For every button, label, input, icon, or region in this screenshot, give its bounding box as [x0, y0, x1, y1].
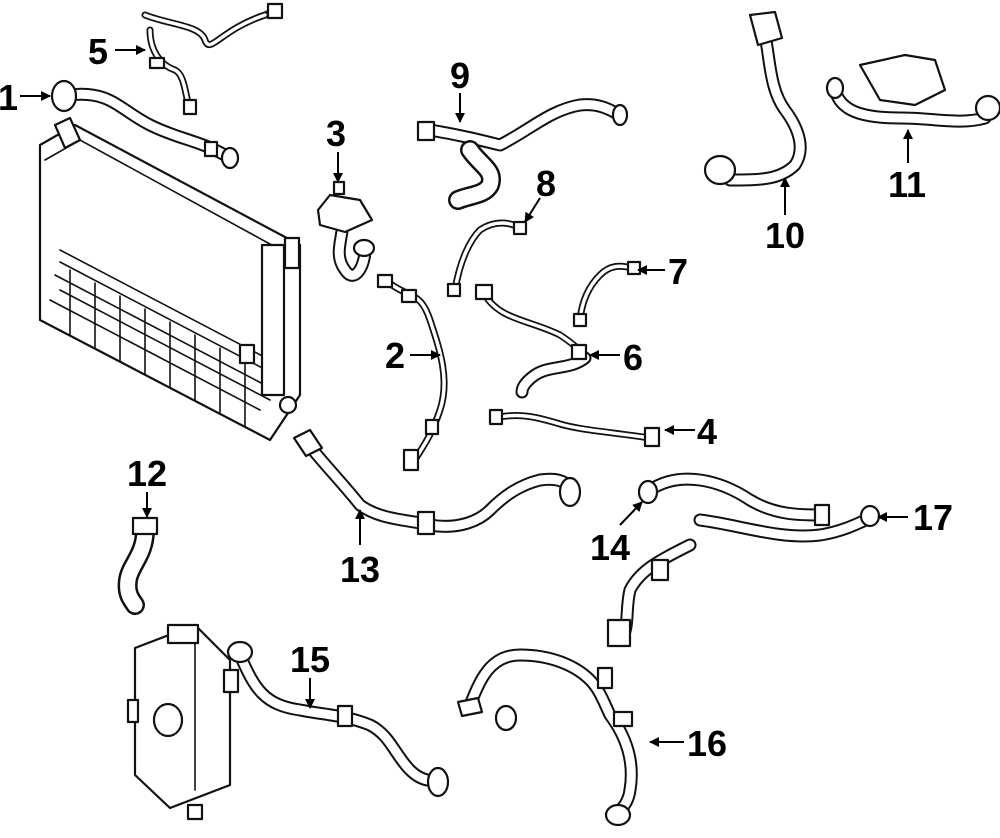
callout-17: 17	[913, 497, 953, 538]
radiator-assembly	[38, 116, 302, 442]
callout-10: 10	[765, 215, 805, 256]
callout-9: 9	[450, 55, 470, 96]
callout-5: 5	[88, 31, 108, 72]
hose-part-6	[474, 283, 592, 399]
callout-4: 4	[697, 411, 717, 452]
callout-14: 14	[590, 527, 630, 568]
hose-part-15	[226, 640, 450, 798]
callout-3: 3	[326, 113, 346, 154]
expansion-tank	[126, 623, 240, 821]
hose-part-12	[117, 516, 159, 615]
hose-part-4	[488, 408, 661, 448]
callout-labels: 1 2 3 4 5 6 7 8 9 10 11 12 13 14 15 16 1…	[0, 31, 953, 764]
leader-lines	[20, 45, 913, 747]
leader-14	[619, 501, 643, 526]
hose-part-17	[693, 504, 881, 543]
callout-13: 13	[340, 549, 380, 590]
callout-16: 16	[687, 723, 727, 764]
callout-6: 6	[623, 337, 643, 378]
hose-part-9	[416, 98, 629, 210]
hose-part-3	[316, 180, 376, 282]
callout-1: 1	[0, 77, 18, 118]
callout-15: 15	[290, 639, 330, 680]
hose-part-7	[572, 260, 642, 328]
callout-12: 12	[127, 453, 167, 494]
callout-11: 11	[888, 164, 926, 205]
hose-part-5	[141, 2, 284, 116]
hose-part-14	[637, 472, 831, 527]
hose-part-10	[703, 10, 807, 187]
callout-7: 7	[668, 251, 688, 292]
callout-2: 2	[385, 335, 405, 376]
hose-part-8	[446, 219, 528, 298]
hose-part-13	[292, 428, 582, 536]
hose-part-2	[376, 273, 448, 472]
callout-8: 8	[536, 163, 556, 204]
hose-part-16	[456, 538, 697, 827]
leader-8	[524, 197, 541, 223]
hose-part-1	[50, 79, 240, 170]
hose-part-11	[825, 53, 1000, 128]
